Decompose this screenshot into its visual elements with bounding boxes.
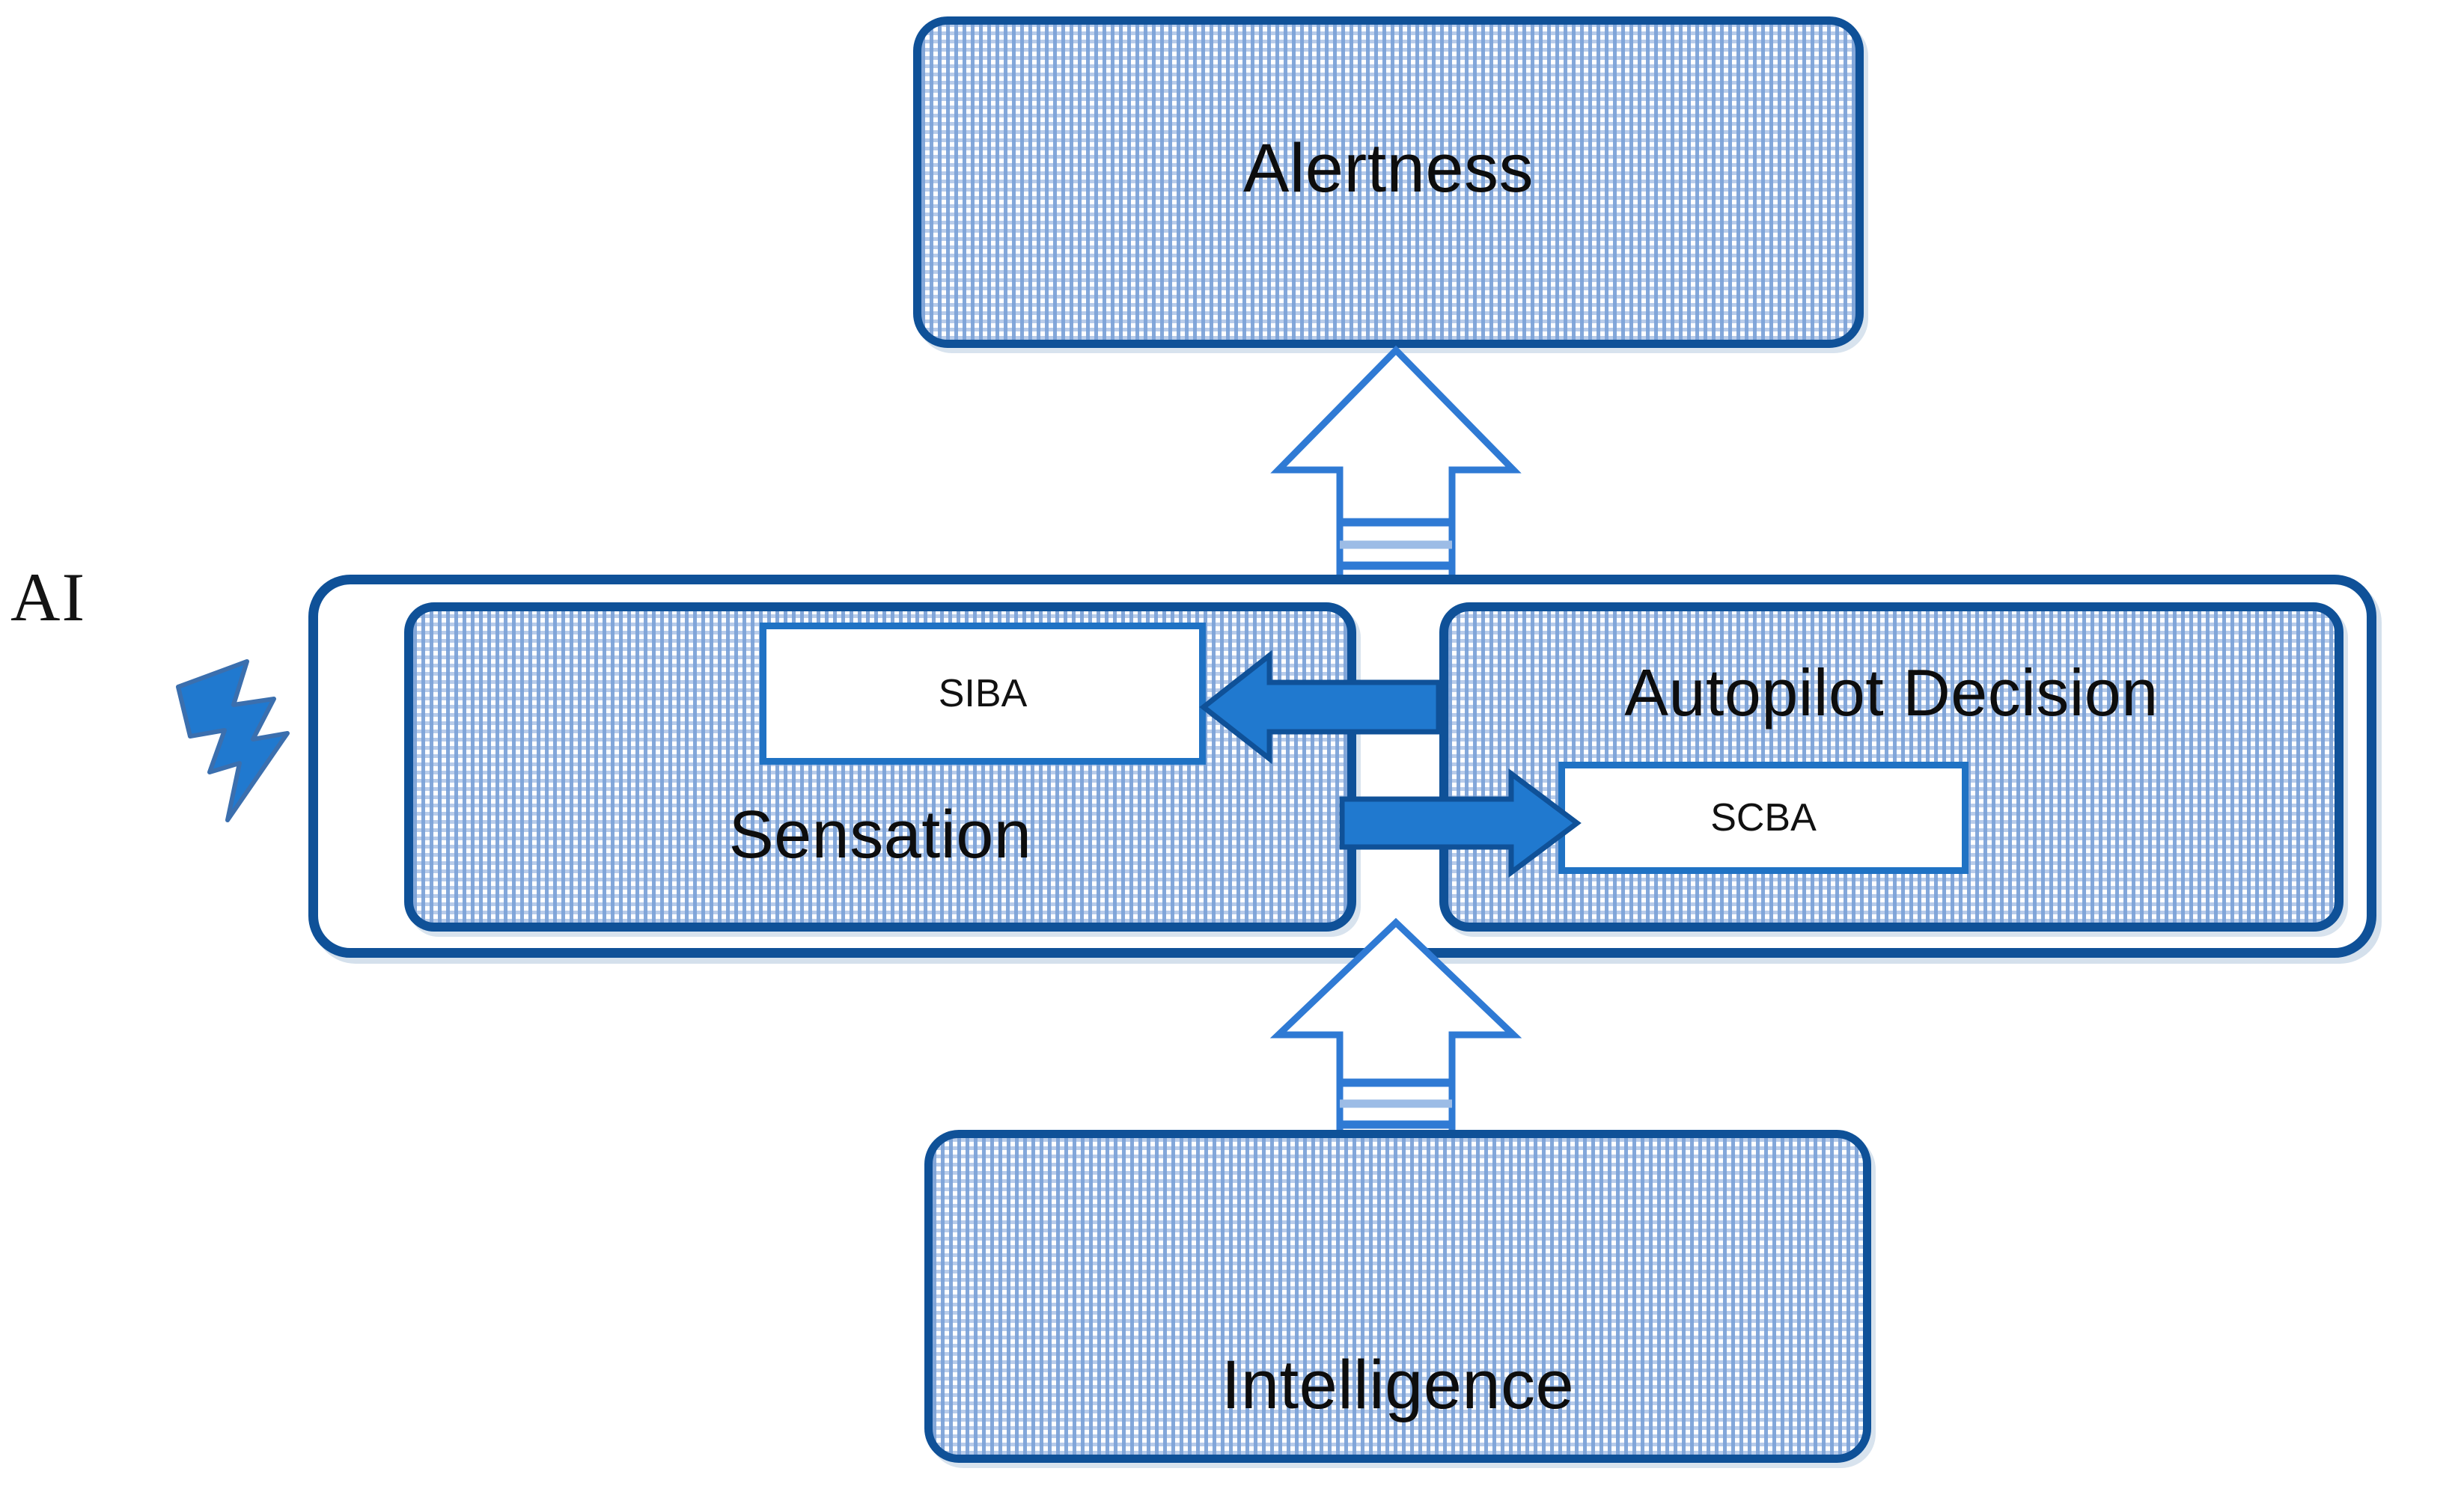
left-arrow-icon-autopilot-to-siba	[1199, 649, 1442, 765]
right-arrow-icon-sensation-to-scba	[1339, 768, 1582, 878]
node-scba[interactable]: SCBA	[1558, 762, 1969, 874]
hollow-up-arrow-icon-from-intelligence	[1269, 917, 1522, 1146]
node-siba[interactable]: SIBA	[760, 623, 1206, 765]
node-autopilot-decision-label: Autopilot Decision	[1624, 655, 2159, 730]
hollow-up-arrow-icon-to-alertness	[1270, 345, 1522, 589]
node-scba-label: SCBA	[1710, 796, 1817, 840]
node-intelligence-label: Intelligence	[1221, 1347, 1575, 1423]
lightning-bolt-icon	[176, 659, 290, 822]
annotation-ai-label: AI	[10, 559, 87, 635]
node-alertness[interactable]: Alertness	[913, 16, 1864, 348]
node-siba-label: SIBA	[938, 672, 1028, 715]
node-alertness-label: Alertness	[1243, 130, 1534, 207]
node-sensation-label: Sensation	[728, 798, 1032, 872]
node-intelligence[interactable]: Intelligence	[924, 1130, 1871, 1463]
